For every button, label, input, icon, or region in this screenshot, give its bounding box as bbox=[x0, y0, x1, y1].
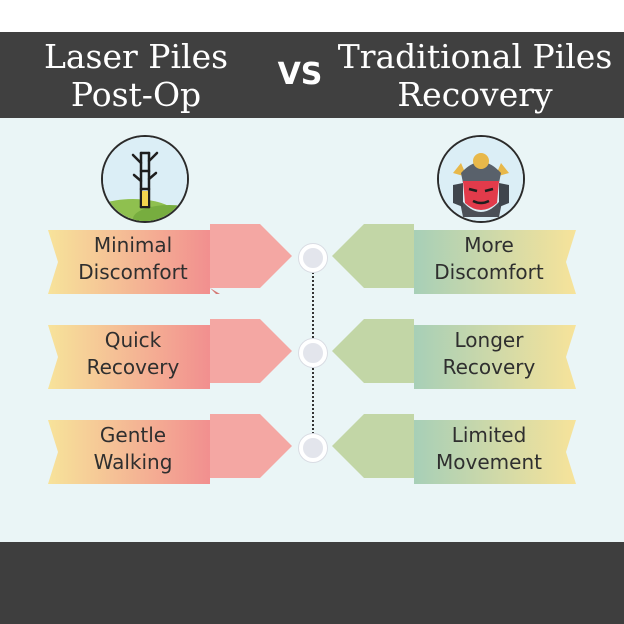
header-bar: Laser Piles Post-Op VS Traditional Piles… bbox=[0, 32, 624, 118]
left-card: Quick Recovery bbox=[48, 319, 298, 389]
right-title: Traditional Piles Recovery bbox=[337, 37, 613, 114]
vs-label: VS bbox=[277, 57, 323, 92]
timeline-dot bbox=[299, 434, 327, 462]
left-card: Gentle Walking bbox=[48, 414, 298, 484]
footer-bar bbox=[0, 542, 624, 624]
left-title: Laser Piles Post-Op bbox=[43, 37, 229, 114]
right-card: Longer Recovery bbox=[326, 319, 576, 389]
left-item-label: Gentle Walking bbox=[93, 423, 173, 474]
bamboo-plant-icon bbox=[101, 135, 189, 223]
right-card: Limited Movement bbox=[326, 414, 576, 484]
left-card: Minimal Discomfort bbox=[48, 224, 298, 294]
right-item-label: More Discomfort bbox=[434, 233, 544, 284]
right-card: More Discomfort bbox=[326, 224, 576, 294]
right-item-label: Longer Recovery bbox=[442, 328, 536, 379]
timeline-dot bbox=[299, 244, 327, 272]
left-item-label: Quick Recovery bbox=[86, 328, 180, 379]
left-item-label: Minimal Discomfort bbox=[78, 233, 188, 284]
samurai-mask-icon bbox=[437, 135, 525, 223]
timeline-dot bbox=[299, 339, 327, 367]
right-item-label: Limited Movement bbox=[436, 423, 542, 474]
